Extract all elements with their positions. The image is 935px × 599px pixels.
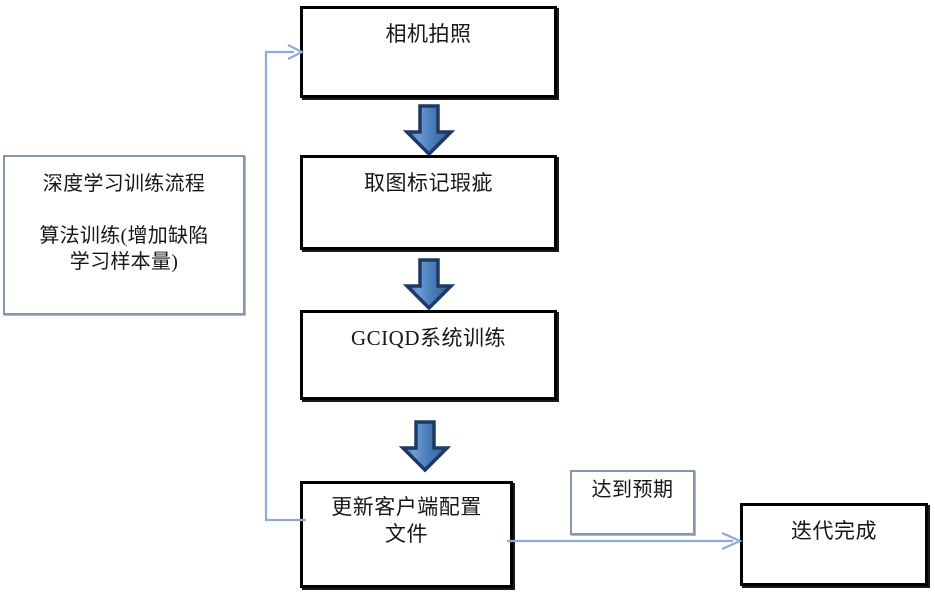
block-arrow-down-3 xyxy=(398,420,452,473)
connector-update-to-complete xyxy=(505,526,750,558)
node-iteration-complete-label: 迭代完成 xyxy=(791,519,877,543)
node-gciqd-training[interactable]: GCIQD系统训练 xyxy=(300,310,557,400)
node-camera-capture[interactable]: 相机拍照 xyxy=(300,6,557,98)
node-camera-capture-label: 相机拍照 xyxy=(385,22,472,46)
block-arrow-down-2 xyxy=(402,258,456,311)
note-box-training-process: 深度学习训练流程 算法训练(增加缺陷 学习样本量) xyxy=(3,155,245,315)
block-arrow-down-1 xyxy=(402,104,456,157)
node-mark-defects-label: 取图标记瑕疵 xyxy=(364,171,493,195)
note-title: 深度学习训练流程 xyxy=(42,173,206,195)
note-body: 算法训练(增加缺陷 学习样本量) xyxy=(39,225,209,273)
node-gciqd-training-label: GCIQD系统训练 xyxy=(351,326,506,350)
node-mark-defects[interactable]: 取图标记瑕疵 xyxy=(300,155,557,250)
node-meets-expectation[interactable]: 达到预期 xyxy=(570,470,695,535)
node-iteration-complete[interactable]: 迭代完成 xyxy=(740,503,928,586)
connector-feedback-to-camera xyxy=(258,44,318,532)
node-update-client-config-label: 更新客户端配置 文件 xyxy=(331,495,482,546)
node-update-client-config[interactable]: 更新客户端配置 文件 xyxy=(300,481,513,588)
node-meets-expectation-label: 达到预期 xyxy=(591,479,674,501)
